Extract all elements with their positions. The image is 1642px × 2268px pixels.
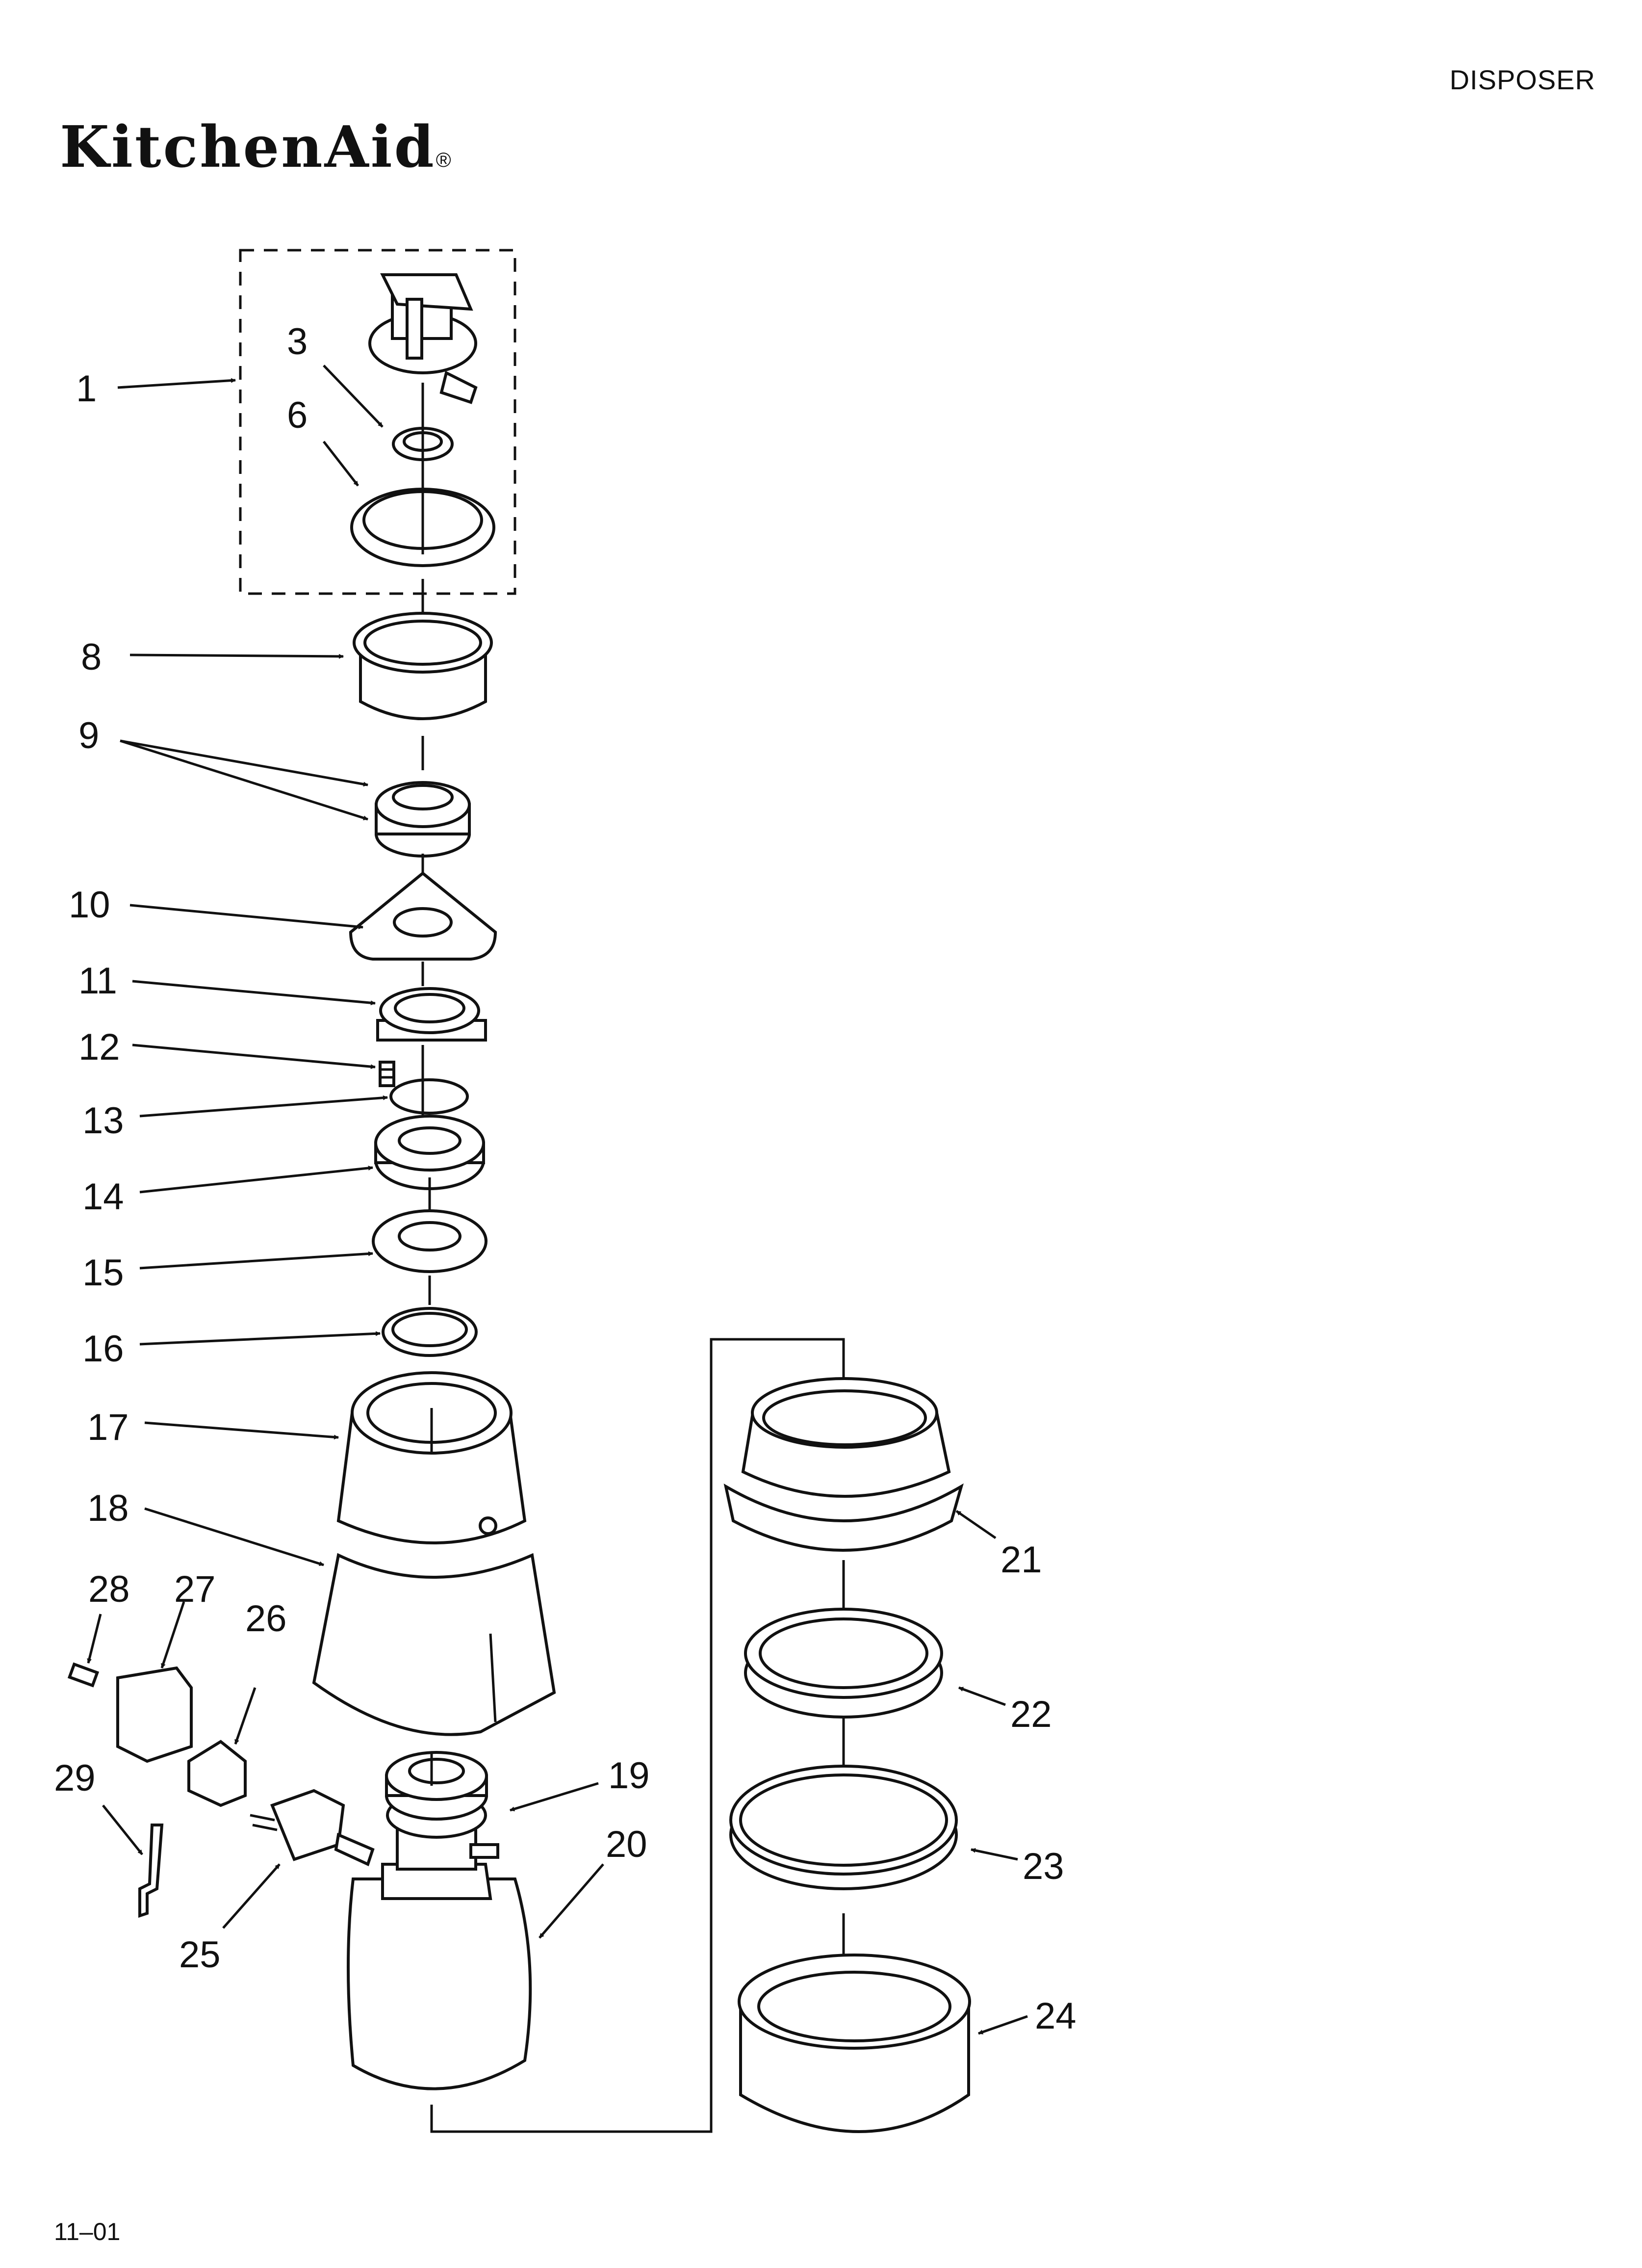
callout-10: 10 [69, 884, 110, 926]
callout-17: 17 [87, 1407, 129, 1448]
callout-16: 16 [82, 1328, 124, 1370]
part-8-flange [353, 612, 493, 720]
part-13-snap-ring [389, 1078, 469, 1115]
callout-25: 25 [179, 1934, 221, 1976]
part-28-screw [67, 1662, 100, 1688]
part-16-gasket [382, 1307, 478, 1357]
callout-leaders [87, 365, 1028, 2035]
brand-logo: KitchenAid® [60, 114, 453, 181]
callout-13: 13 [82, 1100, 124, 1142]
page-code: 11–01 [54, 2218, 121, 2245]
part-23-ring [729, 1765, 958, 1890]
brand-name: KitchenAid [60, 114, 436, 181]
part-26-insulator [187, 1740, 247, 1807]
callout-11: 11 [78, 960, 117, 1002]
part-27-cover [116, 1666, 193, 1763]
section-label: DISPOSER [1449, 64, 1595, 95]
callout-23: 23 [1023, 1846, 1064, 1887]
part-22-ring [744, 1608, 943, 1719]
part-12-screw [379, 1061, 395, 1087]
part-1-stopper [368, 273, 478, 404]
callout-8: 8 [81, 636, 102, 678]
registered-mark: ® [436, 148, 453, 171]
callout-19: 19 [608, 1755, 650, 1797]
part-17-hopper [336, 1371, 527, 1544]
callout-20: 20 [606, 1824, 647, 1865]
callout-24: 24 [1035, 1995, 1077, 2037]
callout-1: 1 [76, 368, 97, 410]
part-29-clip [138, 1824, 164, 1918]
part-14-ring [374, 1115, 485, 1190]
part-19-20-motor [347, 1751, 532, 2090]
callout-29: 29 [54, 1757, 96, 1799]
callout-26: 26 [245, 1598, 287, 1640]
callout-18: 18 [87, 1487, 129, 1529]
callout-22: 22 [1010, 1694, 1052, 1735]
callout-3: 3 [287, 321, 308, 363]
assembly-1-box [239, 249, 516, 595]
part-25-switch [250, 1789, 375, 1867]
part-9-gaskets [375, 781, 471, 858]
callout-28: 28 [88, 1568, 130, 1610]
part-15-ring [372, 1209, 487, 1273]
part-21-grind-ring [723, 1377, 964, 1552]
part-10-mounting-plate [349, 871, 497, 961]
callout-12: 12 [78, 1026, 120, 1068]
part-18-shell [312, 1553, 556, 1736]
callout-6: 6 [287, 394, 308, 436]
callout-27: 27 [174, 1568, 216, 1610]
callout-21: 21 [1001, 1539, 1042, 1581]
callout-9: 9 [78, 715, 99, 756]
part-24-housing [738, 1954, 971, 2133]
part-11-mount-ring [376, 987, 487, 1042]
callout-14: 14 [82, 1176, 124, 1218]
callout-15: 15 [82, 1252, 124, 1294]
